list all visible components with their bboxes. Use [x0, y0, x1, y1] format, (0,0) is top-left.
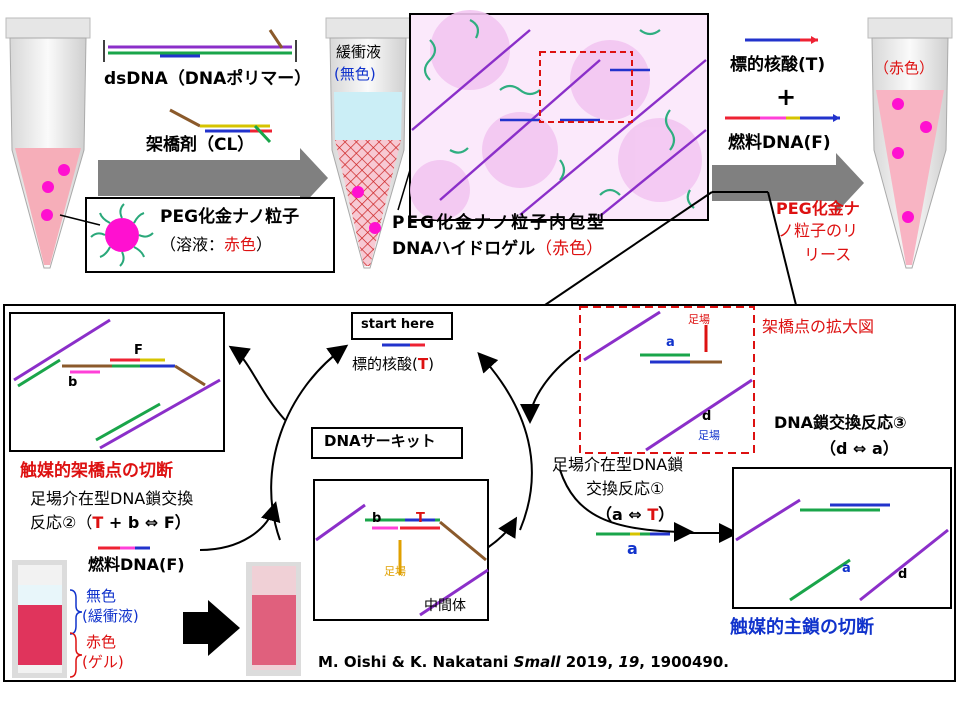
- dsdna-icon: [103, 29, 297, 62]
- crosslink-zoom-label: 架橋点の拡大図: [762, 317, 875, 336]
- reaction1-line3: （a ⇔ T）: [596, 505, 675, 524]
- reaction2-line2-b: + b ⇔ F）: [103, 513, 191, 532]
- inter-label-T: T: [416, 511, 425, 526]
- inter-toehold: 足場: [384, 565, 406, 578]
- hydrogel-line2-prefix: DNAハイドロゲル: [392, 239, 536, 259]
- peg-aunp-label: PEG化金ナノ粒子: [160, 207, 300, 227]
- citation-pages: , 1900490.: [639, 653, 729, 671]
- fuel-strand-icon: [725, 114, 840, 122]
- toehold-label-top: 足場: [688, 313, 710, 326]
- reaction1-line3-T: T: [647, 505, 659, 524]
- catalytic-cross-label: 触媒的架橋点の切断: [20, 461, 173, 481]
- plus-sign: +: [776, 83, 797, 111]
- dna-circuit-label: DNAサーキット: [324, 432, 436, 450]
- citation-journal: Small: [513, 653, 561, 671]
- zoom-label-a: a: [666, 335, 675, 350]
- crosslinker-icon: [169, 108, 272, 144]
- target-circuit-label: 標的核酸(T): [352, 355, 434, 373]
- red-paren-label: （赤色）: [874, 59, 935, 77]
- gray-arrow-2: [712, 153, 864, 213]
- intermediate-label: 中間体: [424, 598, 466, 614]
- box-dna-circuit: [311, 427, 463, 459]
- toehold-label-bottom: 足場: [698, 429, 720, 442]
- photo-after: [246, 562, 301, 676]
- box-main-cleave: [732, 467, 952, 609]
- box-start-here: [351, 312, 453, 340]
- red-color-label: 赤色: [86, 633, 117, 651]
- target-circuit-suffix: ): [428, 355, 434, 373]
- fuel-dna-label: 燃料DNA(F): [88, 555, 185, 574]
- reaction1-line1: 足場介在型DNA鎖: [552, 455, 684, 474]
- network-blobs: [410, 10, 702, 220]
- gray-arrow-1: [98, 148, 328, 208]
- gel-label: (ゲル): [82, 653, 124, 671]
- cross-label-b: b: [68, 375, 78, 390]
- reaction1-line2: 交換反応①: [586, 479, 665, 498]
- hydrogel-label-line2: DNAハイドロゲル（赤色）: [392, 239, 604, 260]
- citation-year: 2019,: [560, 653, 619, 671]
- colorless-label: 無色: [86, 587, 117, 605]
- box-zoom: [579, 306, 755, 454]
- reaction3-line1: DNA鎖交換反応③: [774, 413, 907, 432]
- crosslinker-label: 架橋剤（CL）: [146, 135, 255, 155]
- strand-a-label: a: [627, 539, 638, 558]
- hydrogel-line2-red: （赤色）: [535, 239, 604, 259]
- buffer-photo-label: (緩衝液): [82, 607, 139, 625]
- black-arrow: [183, 600, 240, 656]
- cross-label-F: F: [134, 343, 143, 358]
- target-strand-icon: [745, 36, 818, 44]
- photo-before: [12, 560, 67, 678]
- citation-authors: M. Oishi & K. Nakatani: [318, 653, 514, 671]
- buffer-color-label: (無色): [334, 65, 376, 83]
- fuel-label: 燃料DNA(F): [728, 133, 831, 153]
- solution-suffix: ）: [256, 235, 273, 254]
- peg-aunp-icon: [90, 203, 154, 267]
- box-crosslink-cleave: [9, 312, 225, 452]
- target-label: 標的核酸(T): [730, 55, 826, 75]
- reaction1-line3-end: ）: [658, 505, 675, 524]
- circuit-frame: [3, 304, 956, 682]
- citation-volume: 19: [618, 653, 640, 671]
- solution-label: （溶液：赤色）: [160, 235, 273, 254]
- solution-color: 赤色: [224, 235, 257, 254]
- target-circuit-prefix: 標的核酸(: [352, 355, 418, 373]
- dsdna-label: dsDNA（DNAポリマー）: [104, 69, 312, 89]
- reaction2-line2: 反応②（T + b ⇔ F）: [30, 513, 191, 532]
- buffer-label: 緩衝液: [336, 43, 382, 61]
- reaction2-line2-T: T: [92, 513, 104, 532]
- zoom-label-d: d: [702, 409, 712, 424]
- citation: M. Oishi & K. Nakatani Small 2019, 19, 1…: [318, 653, 729, 671]
- tube-right: [867, 17, 953, 269]
- target-circuit-T: T: [417, 355, 429, 373]
- reaction2-line1: 足場介在型DNA鎖交換: [30, 489, 194, 508]
- release-line3: リース: [804, 245, 852, 264]
- main-label-d: d: [898, 567, 908, 582]
- release-line2: ノ粒子のリ: [778, 221, 859, 240]
- start-here-label: start here: [361, 317, 435, 332]
- reaction2-line2-a: 反応②（: [30, 513, 93, 532]
- hydrogel-label-line1: PEG化金ナノ粒子内包型: [392, 213, 607, 233]
- solution-prefix: （溶液：: [160, 235, 225, 254]
- network-peg: [423, 19, 695, 209]
- reaction3-line2: （d ⇔ a）: [820, 439, 899, 458]
- reaction1-line3-a: （a ⇔: [596, 505, 648, 524]
- inter-label-b: b: [372, 511, 382, 526]
- release-line1: PEG化金ナ: [776, 199, 860, 218]
- main-label-a: a: [842, 561, 851, 576]
- zoom-rect: [539, 51, 633, 123]
- network-strands: [411, 29, 707, 217]
- catalytic-main-label: 触媒的主鎖の切断: [730, 617, 874, 638]
- tube-middle: [325, 17, 411, 269]
- tube-left: [5, 17, 91, 269]
